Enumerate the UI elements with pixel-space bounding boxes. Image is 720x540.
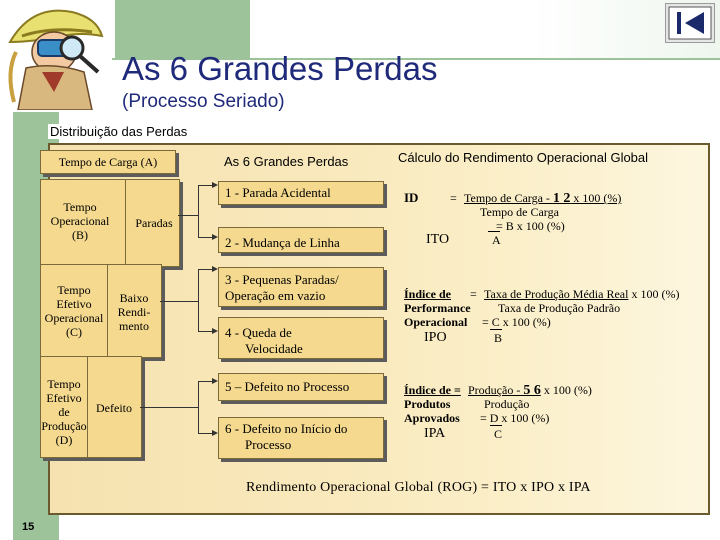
defeito-divider [87,357,88,457]
connector-speed-2 [198,331,213,332]
arrow-6 [212,430,218,436]
arrow-5 [212,378,218,384]
page-subtitle: (Processo Seriado) [122,91,285,112]
tempo-carga-label: Tempo de Carga (A) [58,155,158,169]
connector-defect [198,381,199,433]
baixo-rendimento-label: Baixo Rendi- mento [117,291,151,333]
connector-stop-mid [178,215,198,216]
tempo-efetivo-prod-box: Tempo Efetivo de Produção (D) Defeito [40,356,142,458]
loss-item-3: 3 - Pequenas Paradas/ Operação em vazio [218,267,384,307]
connector-stop [198,185,199,237]
connector-stop-1 [198,185,213,186]
tempo-operacional-box: Tempo Operacional (B) Paradas [40,179,180,267]
calc-header: Cálculo do Rendimento Operacional Global [398,150,649,165]
tempo-carga-box: Tempo de Carga (A) [40,150,176,174]
loss-item-6: 6 - Defeito no Início do Processo [218,417,384,459]
arrow-4 [212,328,218,334]
section-label: Distribuição das Perdas [48,124,190,139]
loss-item-5: 5 – Defeito no Processo [218,373,384,401]
tempo-operacional-label: Tempo Operacional (B) [50,200,110,242]
tempo-efetivo-op-label: Tempo Efetivo Operacional (C) [44,283,104,339]
defeito-label: Defeito [96,401,132,415]
connector-defect-mid [140,407,198,408]
loss-item-4: 4 - Queda de Velocidade [218,317,384,359]
connector-speed-mid [160,301,198,302]
connector-stop-2 [198,237,213,238]
ipa-fraction-bar [490,425,502,426]
detective-mascot-icon [2,2,110,111]
header-gradient-strip [250,0,720,58]
paradas-divider [125,180,126,266]
tempo-efetivo-prod-label: Tempo Efetivo de Produção (D) [41,377,87,447]
page-number: 15 [22,521,35,533]
loss-item-1: 1 - Parada Acidental [218,181,384,205]
arrow-2 [212,234,218,240]
connector-speed [198,269,199,331]
rog-formula: Rendimento Operacional Global (ROG) = IT… [246,480,591,495]
arrow-3 [212,266,218,272]
losses-header: As 6 Grandes Perdas [224,154,349,169]
header-underline [112,58,720,60]
header-accent-block [115,0,250,58]
connector-speed-1 [198,269,213,270]
go-to-start-icon[interactable] [665,3,715,43]
tempo-efetivo-op-box: Tempo Efetivo Operacional (C) Baixo Rend… [40,264,162,358]
connector-defect-1 [198,381,213,382]
arrow-1 [212,182,218,188]
baixo-rendimento-divider [107,265,108,357]
paradas-label: Paradas [135,216,173,230]
losses-panel: Tempo de Carga (A) Tempo Operacional (B)… [40,143,710,515]
connector-defect-2 [198,433,213,434]
ipo-fraction-bar [490,329,502,330]
id-fraction-bar [488,231,500,232]
loss-item-2: 2 - Mudança de Linha [218,227,384,253]
page-title: As 6 Grandes Perdas [122,50,438,87]
